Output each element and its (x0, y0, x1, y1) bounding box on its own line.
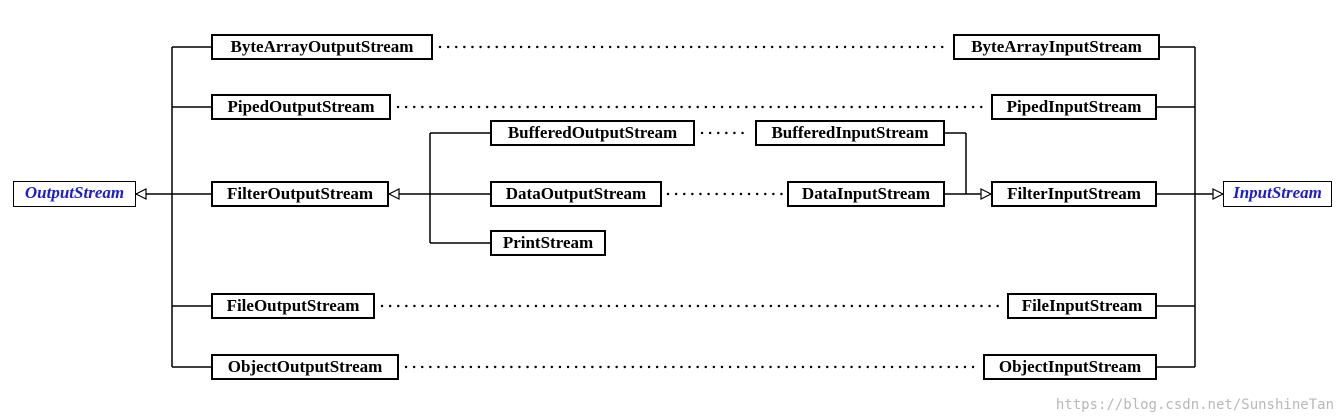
byte-array-input-stream-node: ByteArrayInputStream (953, 34, 1160, 60)
byte-array-output-stream-node: ByteArrayOutputStream (211, 34, 433, 60)
file-input-stream-node: FileInputStream (1007, 293, 1157, 319)
print-stream-node: PrintStream (490, 230, 606, 256)
piped-input-stream-node: PipedInputStream (991, 94, 1157, 120)
object-output-stream-node: ObjectOutputStream (211, 354, 399, 380)
file-output-stream-node: FileOutputStream (211, 293, 375, 319)
object-input-stream-node: ObjectInputStream (983, 354, 1157, 380)
filter-input-stream-node: FilterInputStream (991, 181, 1157, 207)
filter-output-stream-node: FilterOutputStream (211, 181, 389, 207)
buffered-output-stream-node: BufferedOutputStream (490, 120, 695, 146)
buffered-input-stream-node: BufferedInputStream (755, 120, 945, 146)
data-input-stream-node: DataInputStream (787, 181, 945, 207)
data-output-stream-node: DataOutputStream (490, 181, 662, 207)
watermark-text: https://blog.csdn.net/SunshineTan (1055, 397, 1334, 413)
piped-output-stream-node: PipedOutputStream (211, 94, 391, 120)
input-stream-node: InputStream (1223, 181, 1332, 207)
output-stream-node: OutputStream (13, 181, 136, 207)
